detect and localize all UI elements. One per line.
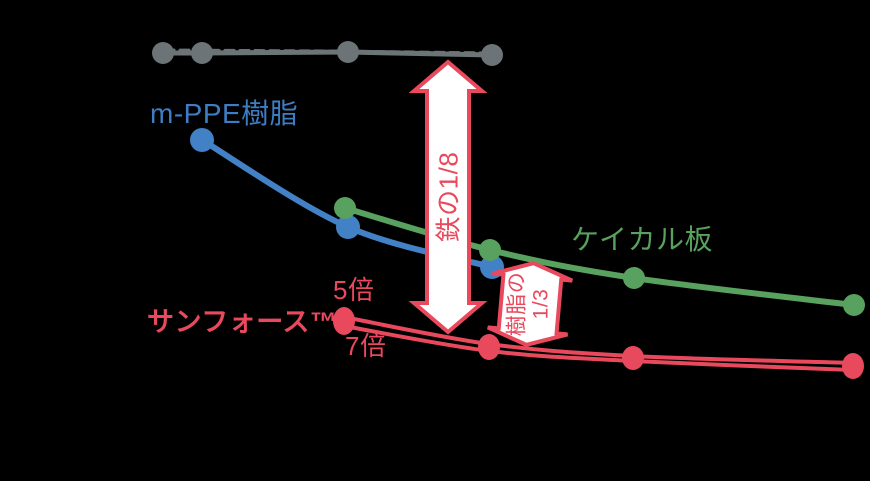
series-marker-sunforce: [842, 353, 864, 379]
series-marker-sunforce: [478, 334, 500, 360]
series-line-sunforce-7x: [342, 324, 855, 372]
series-label-7x: 7倍: [345, 331, 387, 361]
annotation-resin-one-third: 樹脂の 1/3: [505, 271, 552, 337]
series-marker-iron: [152, 42, 174, 64]
series-marker-m-ppe: [190, 128, 214, 152]
series-marker-iron: [191, 42, 213, 64]
series-label-5x: 5倍: [333, 275, 375, 305]
series-marker-keical: [843, 294, 865, 316]
series-label-m-ppe-resin: m-PPE樹脂: [150, 98, 299, 129]
series-marker-sunforce: [333, 307, 355, 335]
annotation-iron-one-eighth: 鉄の1/8: [433, 151, 464, 243]
series-line-iron-dash: [163, 48, 494, 55]
series-label-sunforce: サンフォース™: [147, 307, 338, 337]
series-label-keical-board: ケイカル板: [571, 224, 713, 255]
double-arrow-iron-ratio: [408, 59, 488, 335]
double-arrow-resin-ratio: [486, 261, 574, 347]
series-marker-keical: [334, 197, 356, 219]
series-line-sunforce-5x: [342, 315, 855, 365]
series-marker-m-ppe: [336, 215, 360, 239]
series-marker-keical: [479, 239, 501, 261]
series-marker-keical: [623, 267, 645, 289]
series-marker-iron: [481, 44, 503, 66]
series-line-keical: [342, 205, 857, 308]
series-marker-sunforce: [622, 346, 644, 370]
